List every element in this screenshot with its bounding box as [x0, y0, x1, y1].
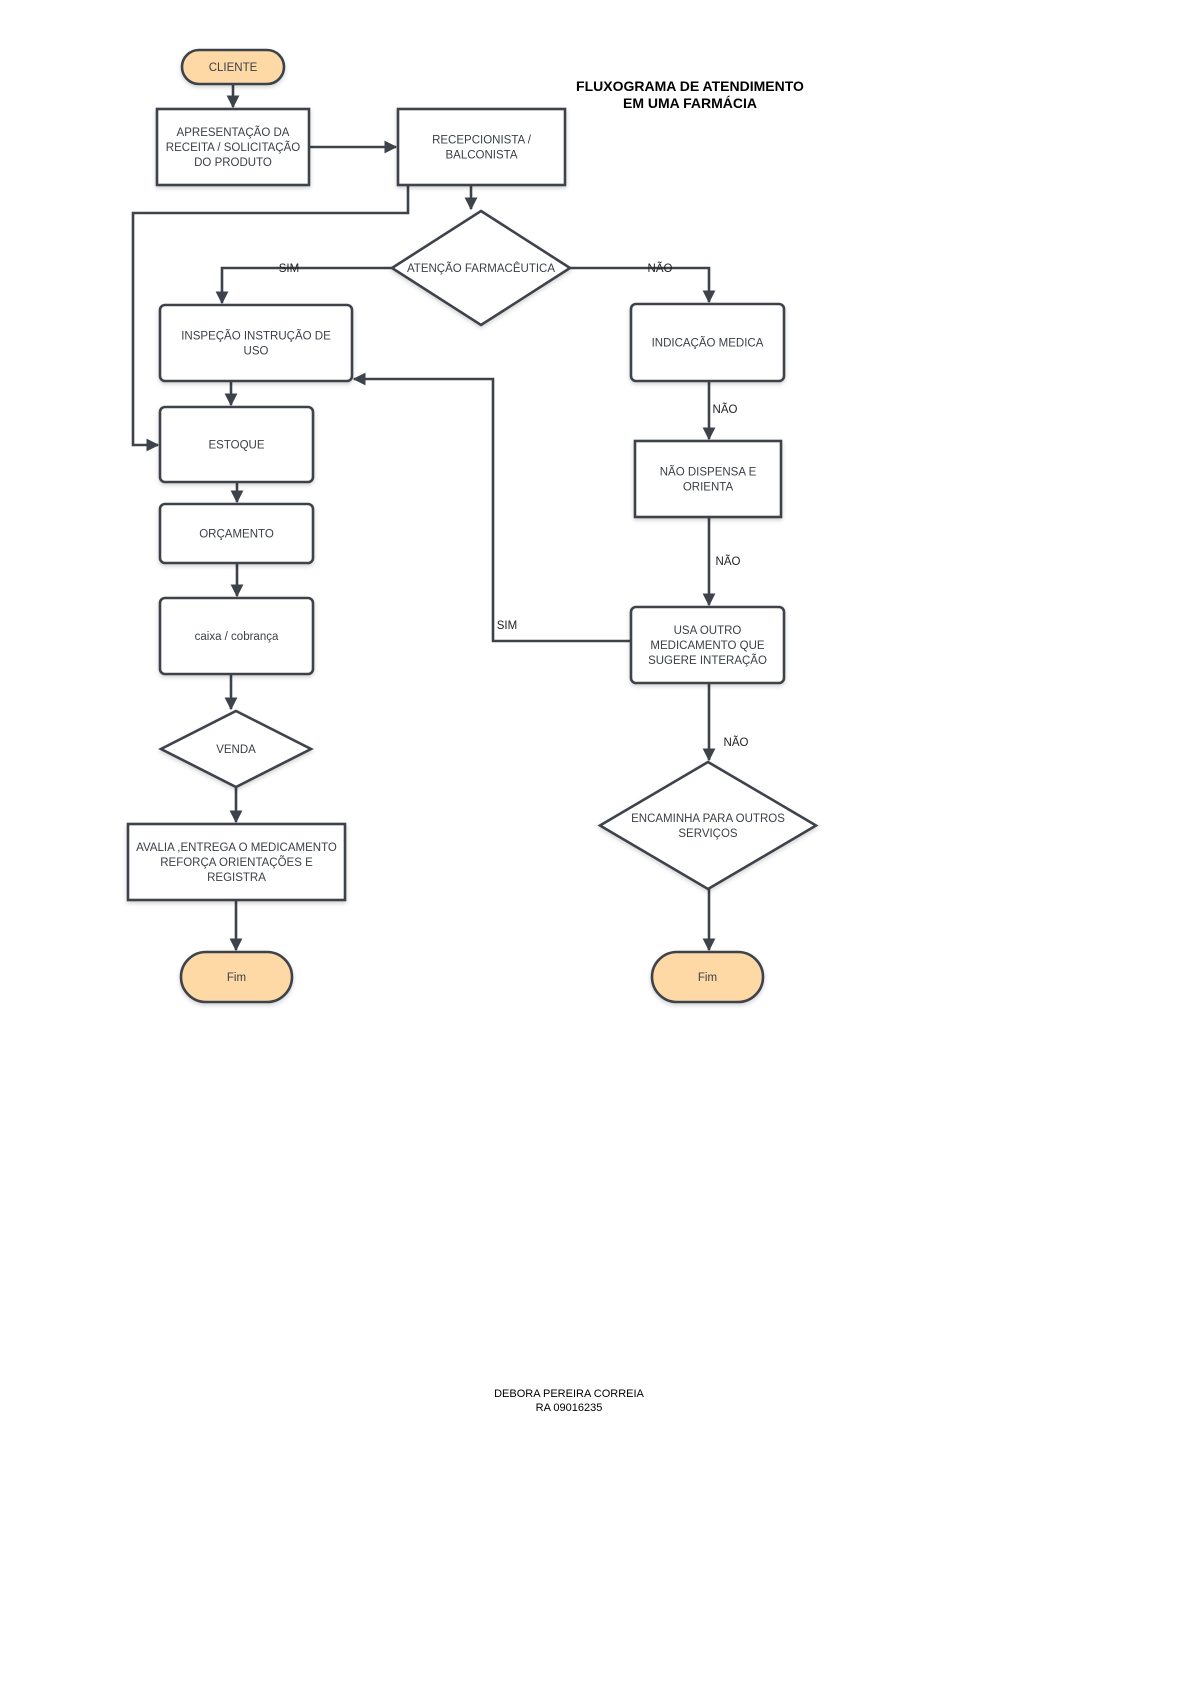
node-label: Fim	[698, 972, 717, 984]
author-name: DEBORA PEREIRA CORREIA	[494, 1388, 644, 1400]
edge-atencao-to-inspecao	[215, 266, 392, 305]
node-shape	[633, 439, 783, 519]
node-atencao: ATENÇÃO FARMACÊUTICA	[389, 209, 573, 327]
node-label: INDICAÇÃO MEDICA	[652, 337, 764, 350]
node-label: USA OUTRO	[674, 625, 742, 637]
node-shape	[158, 502, 315, 565]
node-label: ENCAMINHA PARA OUTROS	[631, 813, 785, 825]
node-caixa: caixa / cobrança	[158, 596, 315, 676]
node-label: APRESENTAÇÃO DA	[177, 126, 290, 139]
node-label: CLIENTE	[209, 62, 258, 74]
node-label: DO PRODUTO	[194, 157, 272, 169]
edges-layer	[131, 84, 716, 952]
node-label: VENDA	[216, 744, 256, 756]
node-label: INSPEÇÃO INSTRUÇÃO DE	[181, 330, 331, 343]
node-shape	[629, 302, 786, 383]
edge-label: SIM	[497, 620, 517, 632]
node-label: ESTOQUE	[208, 440, 264, 452]
node-shape	[389, 209, 573, 327]
node-usa-outro: USA OUTRO MEDICAMENTO QUE SUGERE INTERAÇÃO	[629, 605, 786, 685]
node-label: SERVIÇOS	[678, 828, 738, 840]
node-shape	[396, 107, 567, 187]
node-avalia: AVALIA ,ENTREGA O MEDICAMENTO REFORÇA ORI…	[126, 822, 347, 902]
edge-recepcionista-to-estoque	[131, 185, 410, 452]
author-id: RA 09016235	[536, 1402, 603, 1414]
node-apresentacao: APRESENTAÇÃO DA RECEITA / SOLICITAÇÃO DO P…	[155, 107, 311, 187]
node-label: AVALIA ,ENTREGA O MEDICAMENTO	[136, 842, 337, 854]
node-label: RECEPCIONISTA /	[432, 135, 532, 147]
node-shape	[155, 107, 311, 187]
node-cliente: CLIENTE	[180, 48, 286, 86]
node-shape	[158, 303, 354, 383]
node-label: REGISTRA	[207, 872, 266, 884]
node-shape	[650, 950, 765, 1004]
node-label: MEDICAMENTO QUE	[650, 640, 764, 652]
node-encaminha: ENCAMINHA PARA OUTROS SERVIÇOS	[597, 760, 819, 891]
edge-label: NÃO	[713, 403, 738, 416]
edge-usa-outro-to-inspecao	[352, 372, 631, 643]
node-label: ATENÇÃO FARMACÊUTICA	[407, 262, 555, 275]
node-nao-dispensa: NÃO DISPENSA E ORIENTA	[633, 439, 783, 519]
node-fim-esq: Fim	[179, 950, 294, 1004]
node-venda: VENDA	[158, 709, 314, 789]
edge-label: NÃO	[724, 736, 749, 749]
node-shape	[629, 605, 786, 685]
node-fim-dir: Fim	[650, 950, 765, 1004]
node-label: REFORÇA ORIENTAÇÕES E	[160, 856, 313, 869]
edge-label: SIM	[279, 263, 299, 275]
node-shape	[179, 950, 294, 1004]
node-indicacao: INDICAÇÃO MEDICA	[629, 302, 786, 383]
node-label: Fim	[227, 972, 246, 984]
node-shape	[158, 709, 314, 789]
node-recepcionista: RECEPCIONISTA / BALCONISTA	[396, 107, 567, 187]
edge-atencao-to-indicacao	[570, 266, 716, 304]
diagram-title-line-1: FLUXOGRAMA DE ATENDIMENTO	[576, 78, 804, 94]
node-shape	[158, 596, 315, 676]
node-label: caixa / cobrança	[195, 631, 279, 643]
node-label: NÃO DISPENSA E	[660, 466, 757, 479]
node-label: ORIENTA	[683, 482, 734, 494]
diagram-title-line-2: EM UMA FARMÁCIA	[623, 95, 757, 111]
node-label: SUGERE INTERAÇÃO	[648, 654, 767, 667]
node-estoque: ESTOQUE	[158, 405, 315, 484]
edge-label: NÃO	[716, 555, 741, 568]
node-inspecao: INSPEÇÃO INSTRUÇÃO DE USO	[158, 303, 354, 383]
node-shape	[126, 822, 347, 902]
node-shape	[180, 48, 286, 86]
node-shape	[597, 760, 819, 891]
nodes-layer: CLIENTE APRESENTAÇÃO DA RECEITA / SOLICITA…	[126, 48, 819, 1004]
node-shape	[158, 405, 315, 484]
node-label: USO	[244, 346, 269, 358]
node-label: BALCONISTA	[446, 150, 518, 162]
node-label: RECEITA / SOLICITAÇÃO	[166, 141, 300, 154]
node-orcamento: ORÇAMENTO	[158, 502, 315, 565]
node-label: ORÇAMENTO	[199, 529, 274, 541]
edge-label: NÃO	[648, 262, 673, 275]
labels-layer: SIM NÃO NÃO NÃO SIM NÃO	[279, 262, 749, 749]
